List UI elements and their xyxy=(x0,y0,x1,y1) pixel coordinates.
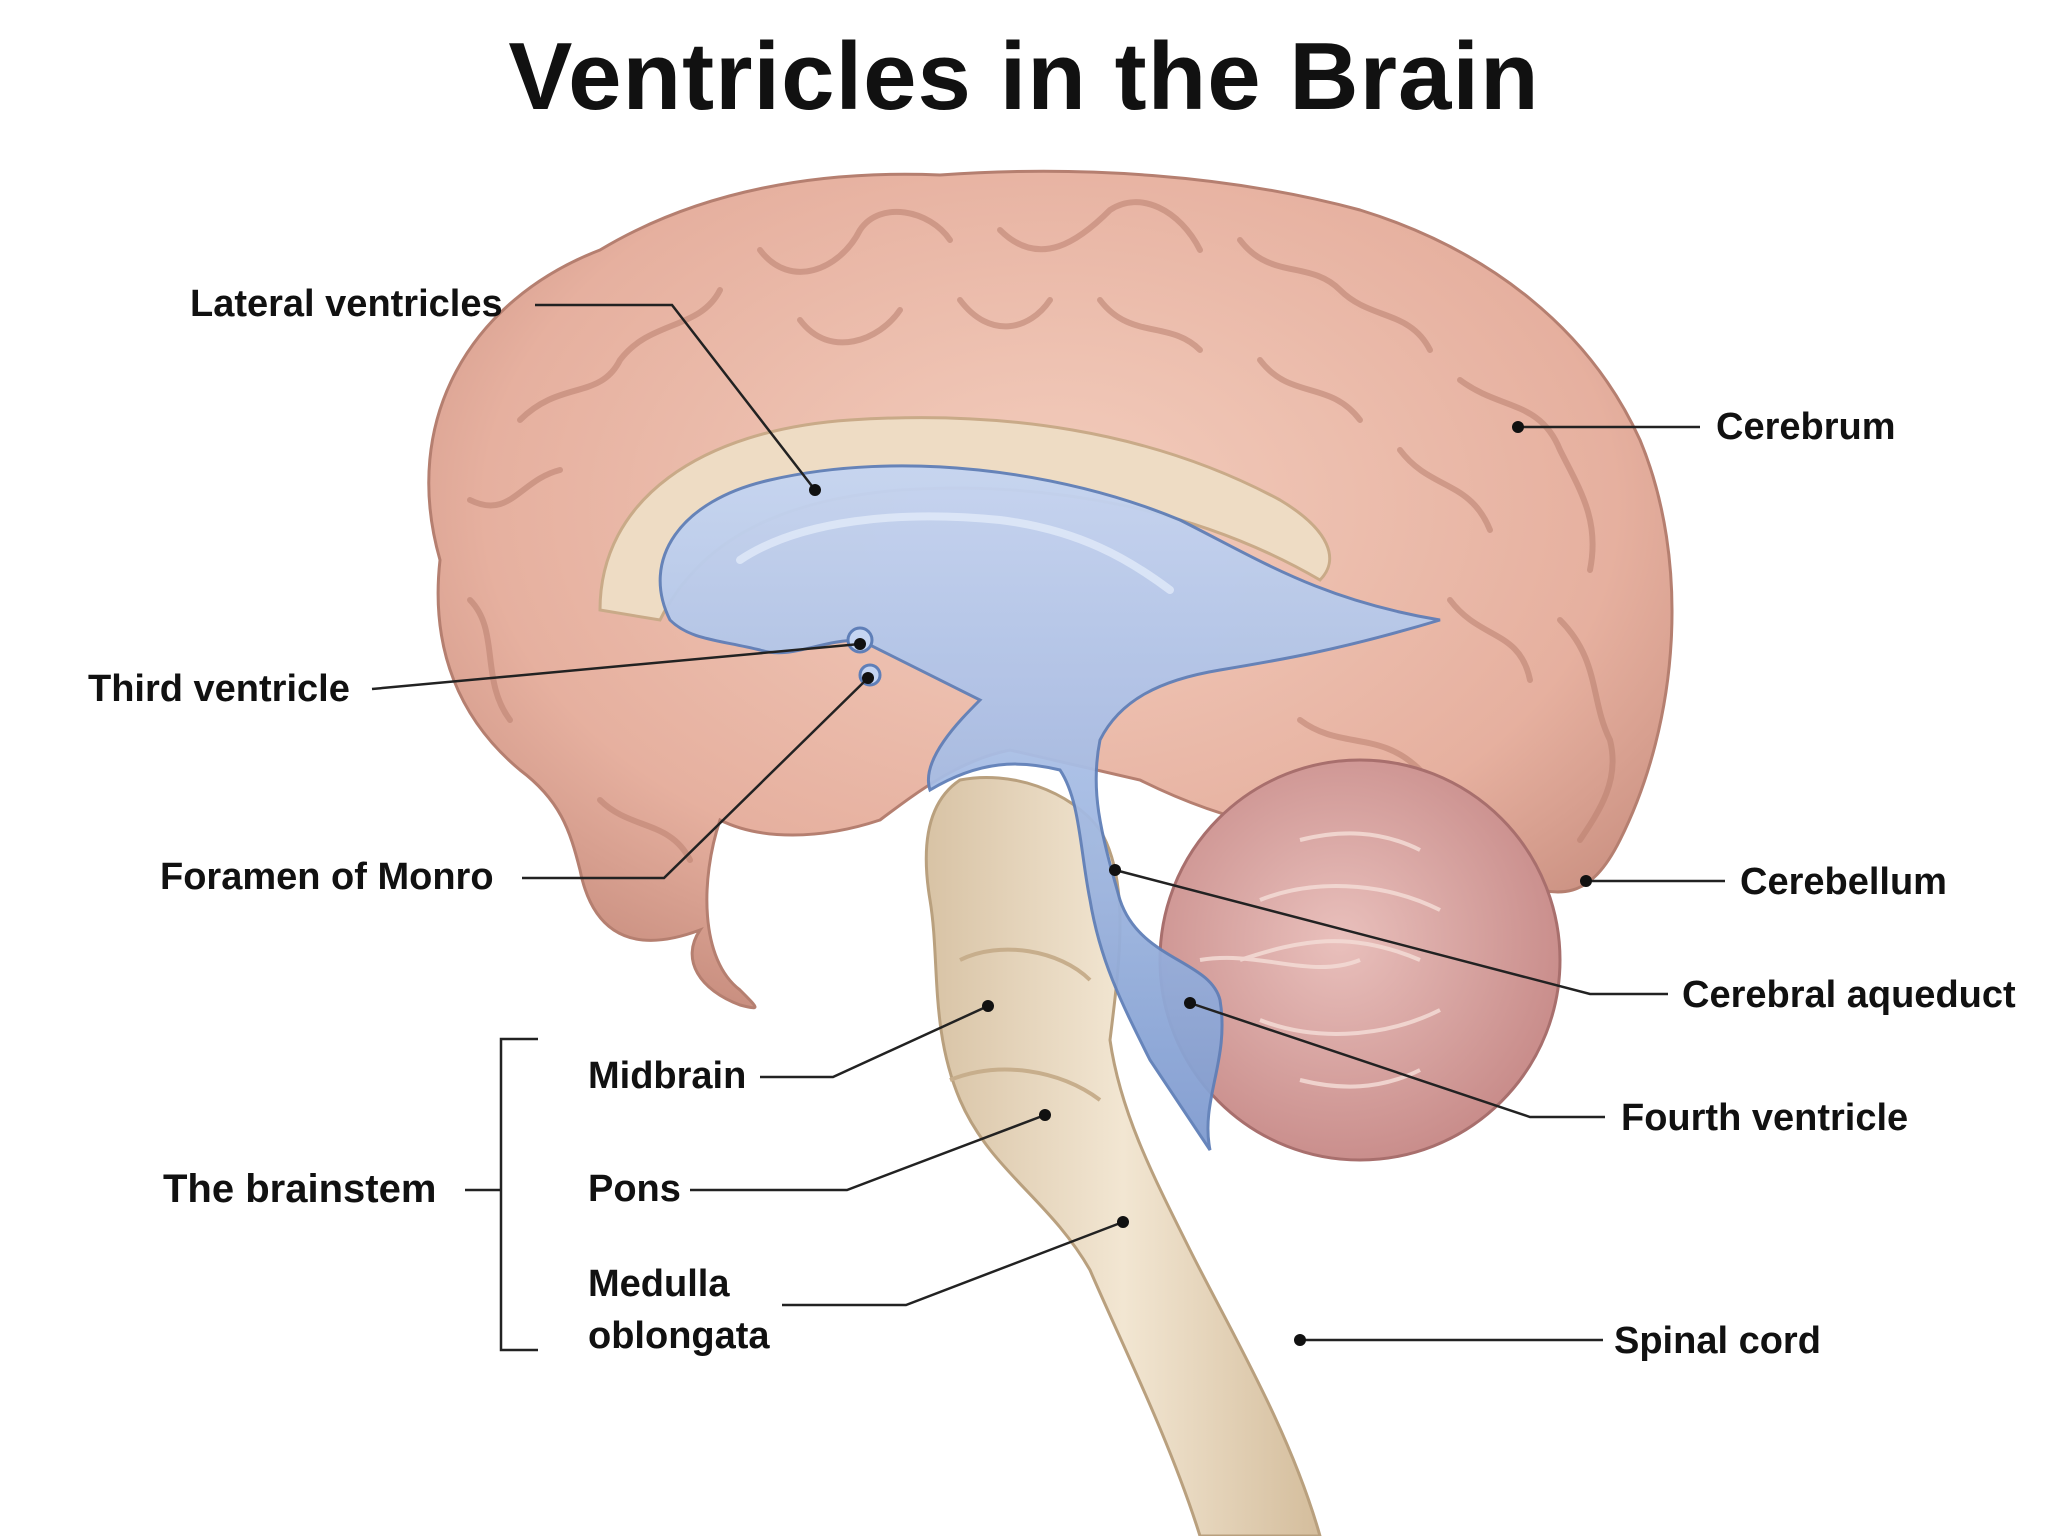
leader-third-ventricle xyxy=(371,642,861,691)
leader-fourth-ventricle xyxy=(1189,1001,1605,1119)
ventricle-system xyxy=(658,464,1441,1151)
label-cerebellum: Cerebellum xyxy=(1740,861,1947,903)
label-fourth-ventricle: Fourth ventricle xyxy=(1621,1097,1909,1139)
label-third-ventricle: Third ventricle xyxy=(88,668,350,710)
dot-pons xyxy=(1039,1109,1051,1121)
page-title: Ventricles in the Brain xyxy=(508,23,1540,130)
dot-cerebrum xyxy=(1512,421,1524,433)
leader-cerebral-aqueduct xyxy=(1114,868,1668,996)
leader-medulla xyxy=(782,1220,1124,1307)
leader-foramen-of-monro xyxy=(522,677,869,880)
dot-spinal-cord xyxy=(1294,1334,1306,1346)
label-foramen-of-monro: Foramen of Monro xyxy=(160,856,494,898)
dot-medulla xyxy=(1117,1216,1129,1228)
leader-lateral-ventricles xyxy=(535,303,816,491)
dot-midbrain xyxy=(982,1000,994,1012)
dot-cerebral-aqueduct xyxy=(1109,864,1121,876)
label-spinal-cord: Spinal cord xyxy=(1614,1320,1821,1362)
label-lateral-ventricles: Lateral ventricles xyxy=(190,283,503,325)
leader-pons xyxy=(690,1113,1046,1192)
label-medulla-line2: oblongata xyxy=(588,1315,770,1357)
cerebellum-shape xyxy=(1158,758,1562,1162)
leader-midbrain xyxy=(760,1004,989,1079)
dot-lateral-ventricles xyxy=(809,484,821,496)
brainstem-bracket xyxy=(465,1037,538,1352)
dot-cerebellum xyxy=(1580,875,1592,887)
dot-fourth-ventricle xyxy=(1184,997,1196,1009)
label-cerebrum: Cerebrum xyxy=(1716,406,1896,448)
label-medulla-line1: Medulla xyxy=(588,1263,730,1305)
label-midbrain: Midbrain xyxy=(588,1055,747,1097)
label-pons: Pons xyxy=(588,1168,681,1210)
label-brainstem: The brainstem xyxy=(163,1167,437,1211)
label-cerebral-aqueduct: Cerebral aqueduct xyxy=(1682,974,2016,1016)
dot-third-ventricle xyxy=(854,638,866,650)
dot-foramen-of-monro xyxy=(862,672,874,684)
